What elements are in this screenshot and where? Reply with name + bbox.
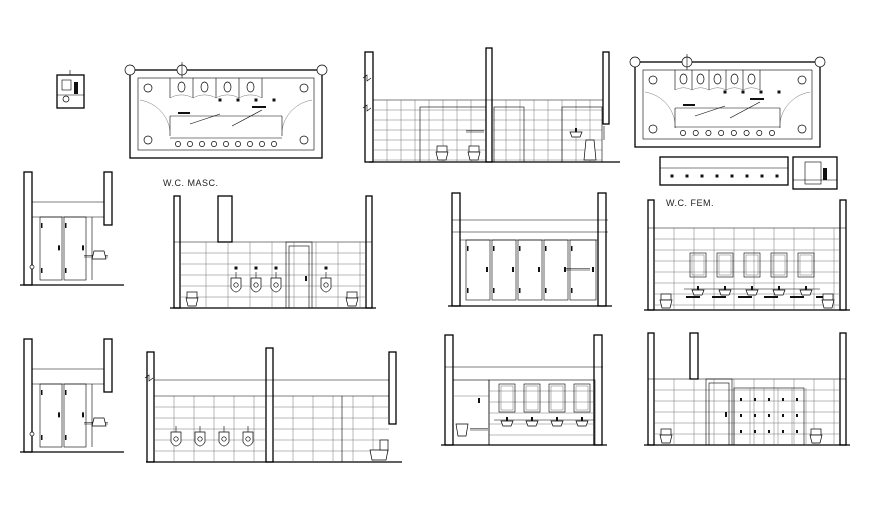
label-wc-masc: W.C. MASC. bbox=[163, 178, 219, 188]
elevation-wc-fem bbox=[644, 199, 850, 311]
section-urinals-bottom bbox=[144, 347, 402, 463]
elevation-cubicles bbox=[448, 192, 612, 307]
plan-view-a bbox=[124, 62, 328, 159]
elevation-wc-cubicles-bottom bbox=[644, 332, 850, 446]
elevation-lavatories-bottom bbox=[441, 334, 607, 446]
detail-strip-right bbox=[659, 156, 838, 190]
elevation-wc-masc bbox=[170, 195, 376, 309]
plan-view-b bbox=[629, 54, 826, 148]
side-elevation-1 bbox=[20, 171, 124, 286]
section-elevation-top bbox=[362, 47, 620, 163]
label-wc-fem: W.C. FEM. bbox=[666, 198, 714, 208]
tiny-detail bbox=[56, 70, 85, 109]
side-elevation-2 bbox=[20, 338, 124, 453]
